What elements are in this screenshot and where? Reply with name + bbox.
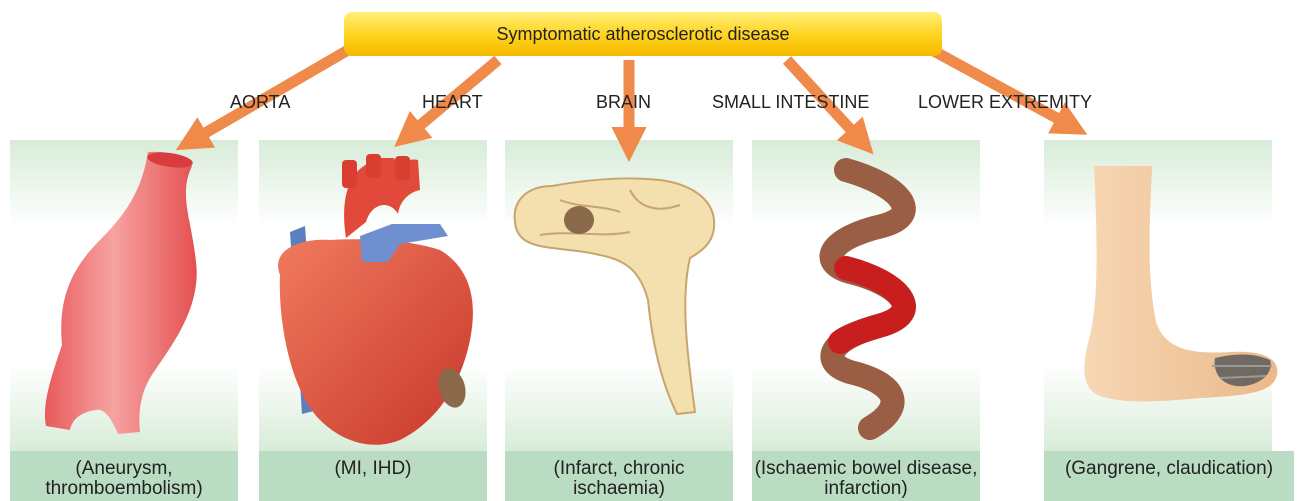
label-small-intestine: SMALL INTESTINE [712,92,869,113]
label-aorta: AORTA [230,92,290,113]
foot-icon [1084,166,1277,402]
brain-icon [515,178,715,414]
label-heart: HEART [422,92,483,113]
arrow-lower-extremity [932,50,1075,128]
diagram-title: Symptomatic atherosclerotic disease [496,24,789,45]
aorta-icon [45,150,197,434]
title-bar: Symptomatic atherosclerotic disease [344,12,942,56]
intestine-icon [831,170,904,428]
heart-icon [278,154,473,445]
label-brain: BRAIN [596,92,651,113]
label-lower-extremity: LOWER EXTREMITY [918,92,1092,113]
